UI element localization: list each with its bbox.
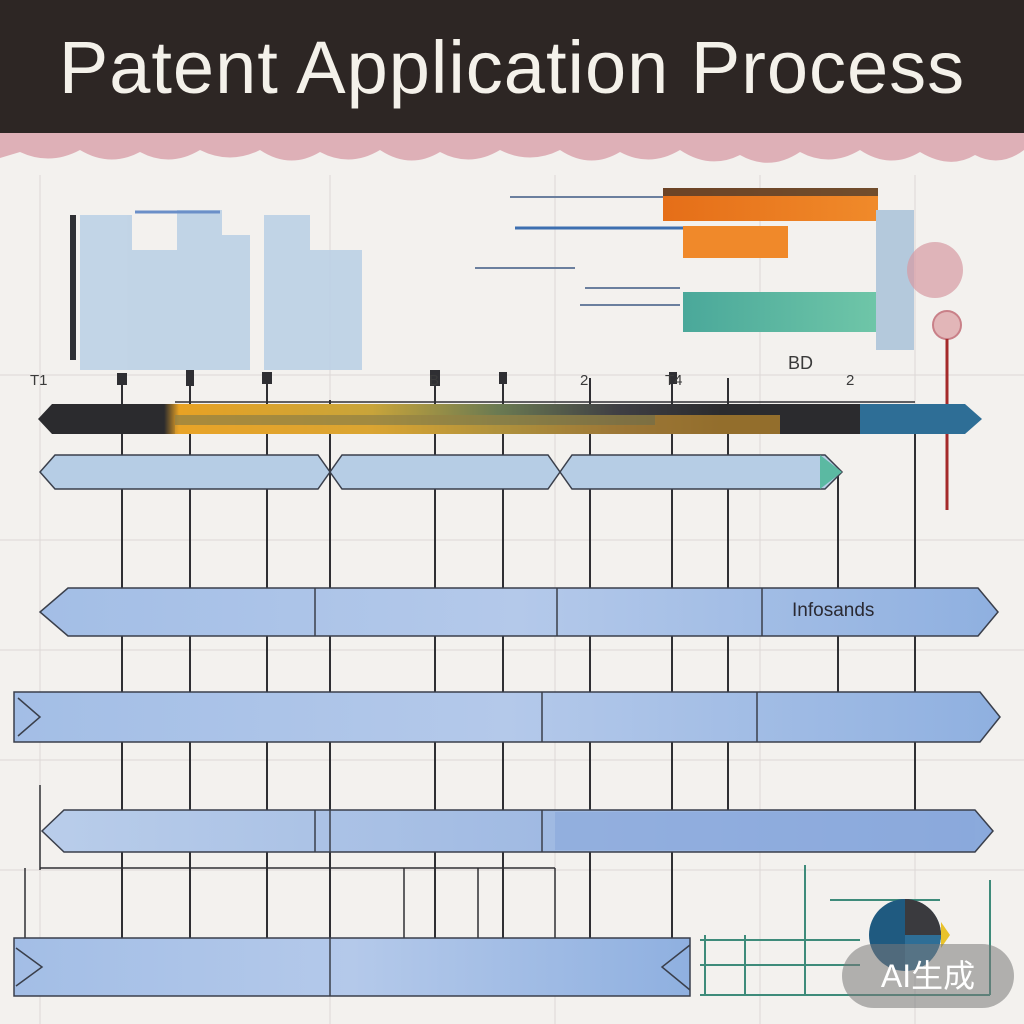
bottom-lines <box>24 785 556 945</box>
lane-row1-b <box>329 454 561 490</box>
axis-ticks-left <box>70 215 76 360</box>
lane-row2 <box>38 587 999 637</box>
tick-label: T4 <box>665 372 683 389</box>
tick-label: T1 <box>30 372 48 389</box>
title-bar <box>0 0 1024 133</box>
tick-label: 2 <box>580 372 589 389</box>
lane-row3 <box>13 691 1001 743</box>
lane-row5 <box>13 937 691 997</box>
page-title: Patent Application Process <box>58 26 966 109</box>
lane-row1-a <box>38 454 331 490</box>
watermark-badge <box>842 944 1014 1008</box>
lane-label: Infosands <box>792 600 875 621</box>
timeline-markers <box>117 370 677 386</box>
lane-row1-c <box>559 454 844 490</box>
watermark-text: AI生成 <box>880 958 976 994</box>
pink-marker <box>932 310 962 340</box>
tick-label: 2 <box>846 372 855 389</box>
bar-teal <box>683 292 878 332</box>
bar-orange-2 <box>683 226 788 258</box>
column-bars <box>80 210 362 370</box>
chart-side-label: BD <box>788 353 814 373</box>
pink-circle <box>907 242 963 298</box>
cloud-band <box>0 133 1024 163</box>
tick-label: B <box>429 372 440 389</box>
bar-right-tall <box>876 210 914 350</box>
progress-arrow-head <box>860 404 982 434</box>
